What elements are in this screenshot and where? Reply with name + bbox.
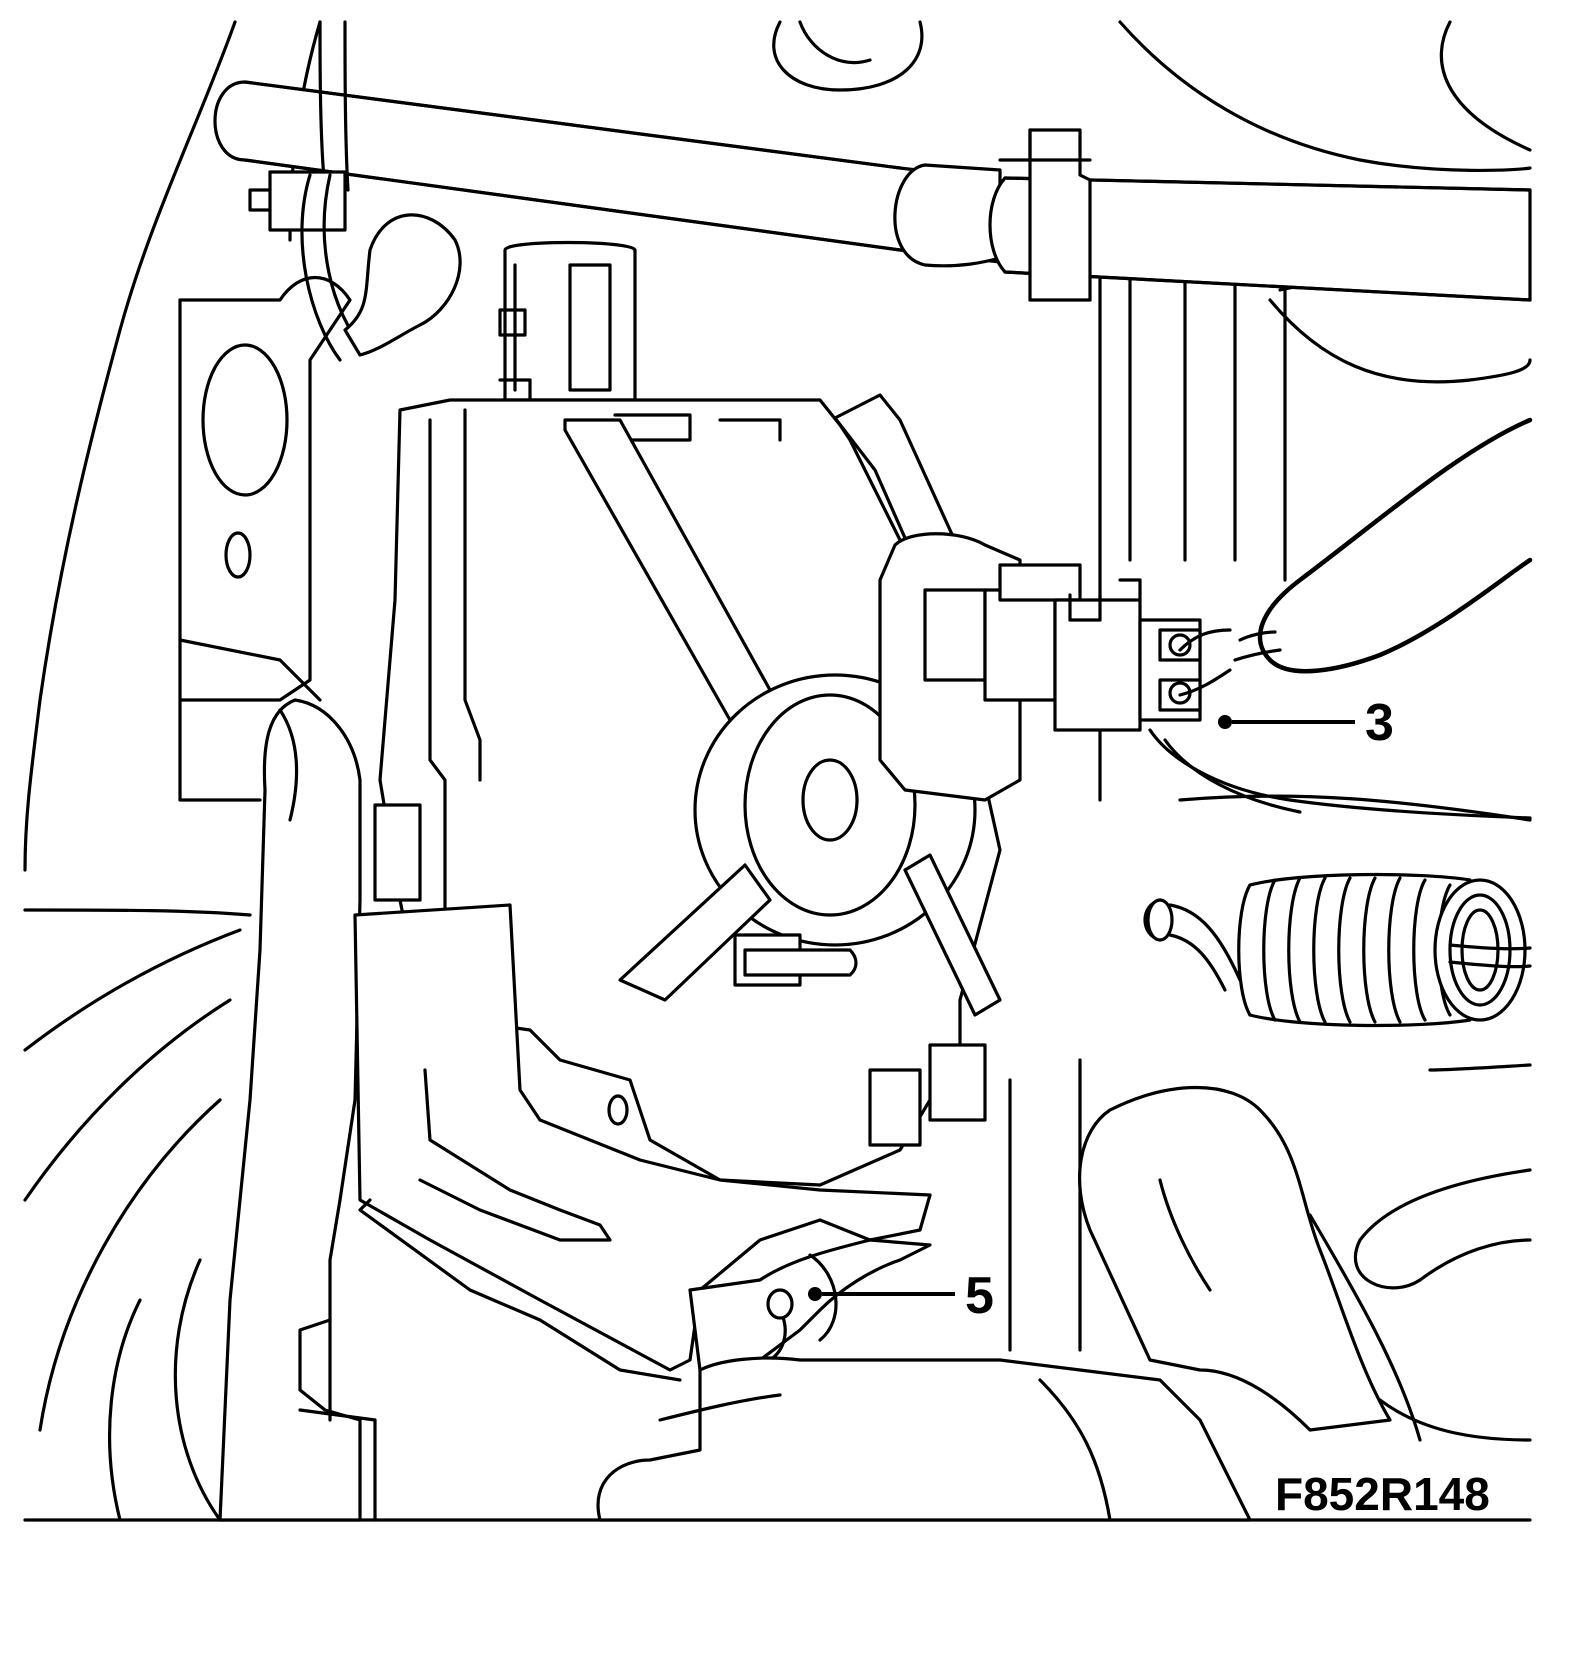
figure-code: F852R148 xyxy=(1275,1468,1490,1520)
callout-5-dot xyxy=(808,1287,822,1301)
callout-3: 3 xyxy=(1218,694,1394,752)
return-spring xyxy=(1143,872,1532,1028)
top-crossbar-tube xyxy=(213,80,1532,302)
callout-5-label: 5 xyxy=(965,1267,994,1325)
pedal-arm xyxy=(218,698,377,1522)
callout-3-label: 3 xyxy=(1365,694,1394,752)
spring-coils xyxy=(1237,872,1532,1028)
callout-5: 5 xyxy=(808,1267,994,1325)
lower-plate xyxy=(353,903,932,1382)
left-bracket xyxy=(178,20,462,802)
connector-assembly xyxy=(878,417,1533,820)
callout-3-dot xyxy=(1218,715,1232,729)
lower-body xyxy=(596,1085,1392,1522)
